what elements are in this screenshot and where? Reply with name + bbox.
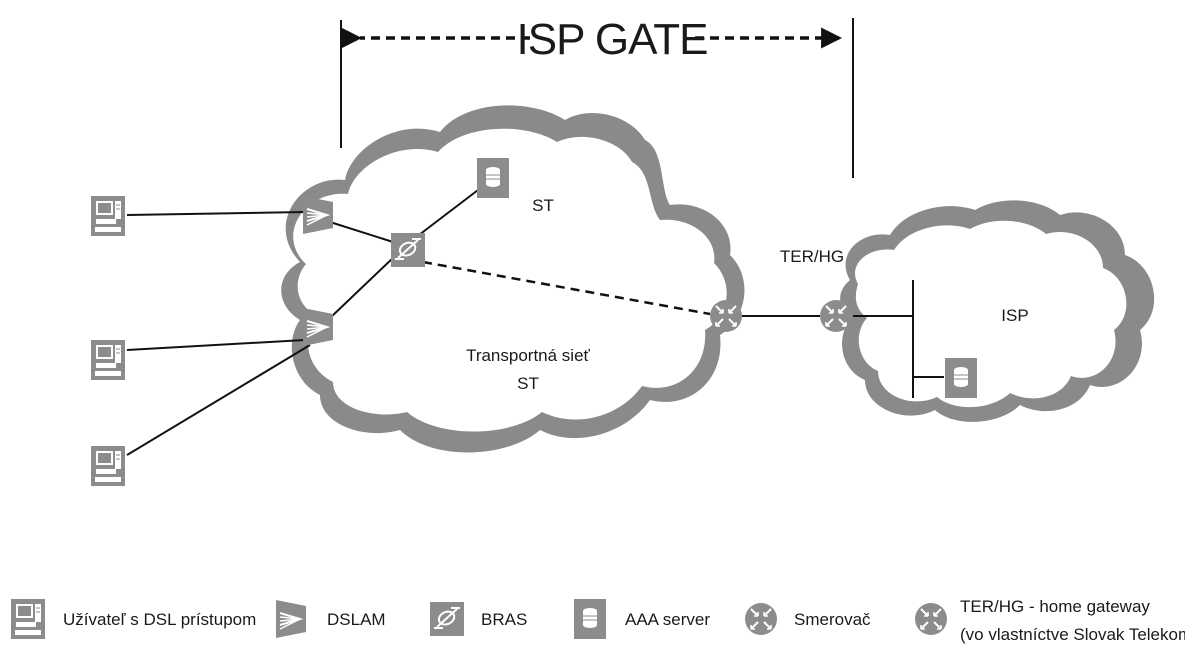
aaa-server-node xyxy=(476,157,510,199)
computer-icon xyxy=(10,598,46,640)
legend: Užívateľ s DSL prístupom DSLAM BRAS AAA … xyxy=(10,597,1185,644)
legend-bras-label: BRAS xyxy=(481,610,527,629)
router-node xyxy=(709,299,743,333)
dslam-node-1 xyxy=(302,195,334,235)
bras-icon xyxy=(429,601,465,637)
bras-node xyxy=(390,232,426,268)
isp-cloud-body xyxy=(855,220,1127,408)
transport-label-line1: Transportná sieť xyxy=(466,346,590,365)
dslam-icon xyxy=(275,599,307,639)
link-user2-dslam2 xyxy=(126,339,306,351)
link-dslam1-bras xyxy=(329,221,394,243)
isp-label: ISP xyxy=(1001,306,1028,325)
legend-ter-label-line1: TER/HG - home gateway xyxy=(960,597,1150,616)
link-bras-aaa xyxy=(414,189,479,239)
link-user1-dslam1 xyxy=(126,211,306,216)
legend-router-label: Smerovač xyxy=(794,610,871,629)
legend-user-label: Užívateľ s DSL prístupom xyxy=(63,610,256,629)
home-gateway-icon xyxy=(914,602,948,636)
st-label: ST xyxy=(532,196,554,215)
legend-item-ter: TER/HG - home gateway (vo vlastníctve Sl… xyxy=(914,597,1185,644)
legend-item-dslam: DSLAM xyxy=(275,599,386,639)
aaa-server-icon xyxy=(573,598,607,640)
link-user3-dslam2 xyxy=(126,344,311,456)
legend-item-bras: BRAS xyxy=(429,601,527,637)
ter-hg-label: TER/HG xyxy=(780,247,844,266)
ter-hg-node xyxy=(819,299,853,333)
router-icon xyxy=(744,602,778,636)
user-computer-2 xyxy=(90,339,126,381)
legend-item-aaa: AAA server xyxy=(573,598,710,640)
transport-label-line2: ST xyxy=(517,374,539,393)
isp-gate-title: ISP GATE xyxy=(517,15,708,64)
isp-cloud xyxy=(840,200,1155,422)
link-dslam2-bras xyxy=(329,255,396,319)
transport-cloud-body xyxy=(293,128,727,432)
user-computer-3 xyxy=(90,445,126,487)
isp-gate-bracket: ISP GATE xyxy=(340,15,854,178)
link-bras-router-dashed xyxy=(422,260,711,316)
dslam-node-2 xyxy=(302,307,334,347)
legend-item-router: Smerovač xyxy=(744,602,871,636)
connections xyxy=(126,189,944,456)
legend-aaa-label: AAA server xyxy=(625,610,710,629)
legend-dslam-label: DSLAM xyxy=(327,610,386,629)
legend-item-user: Užívateľ s DSL prístupom xyxy=(10,598,256,640)
isp-aaa-server-node xyxy=(944,357,978,399)
legend-ter-label-line2: (vo vlastníctve Slovak Telekomu) xyxy=(960,625,1185,644)
user-computer-1 xyxy=(90,195,126,237)
